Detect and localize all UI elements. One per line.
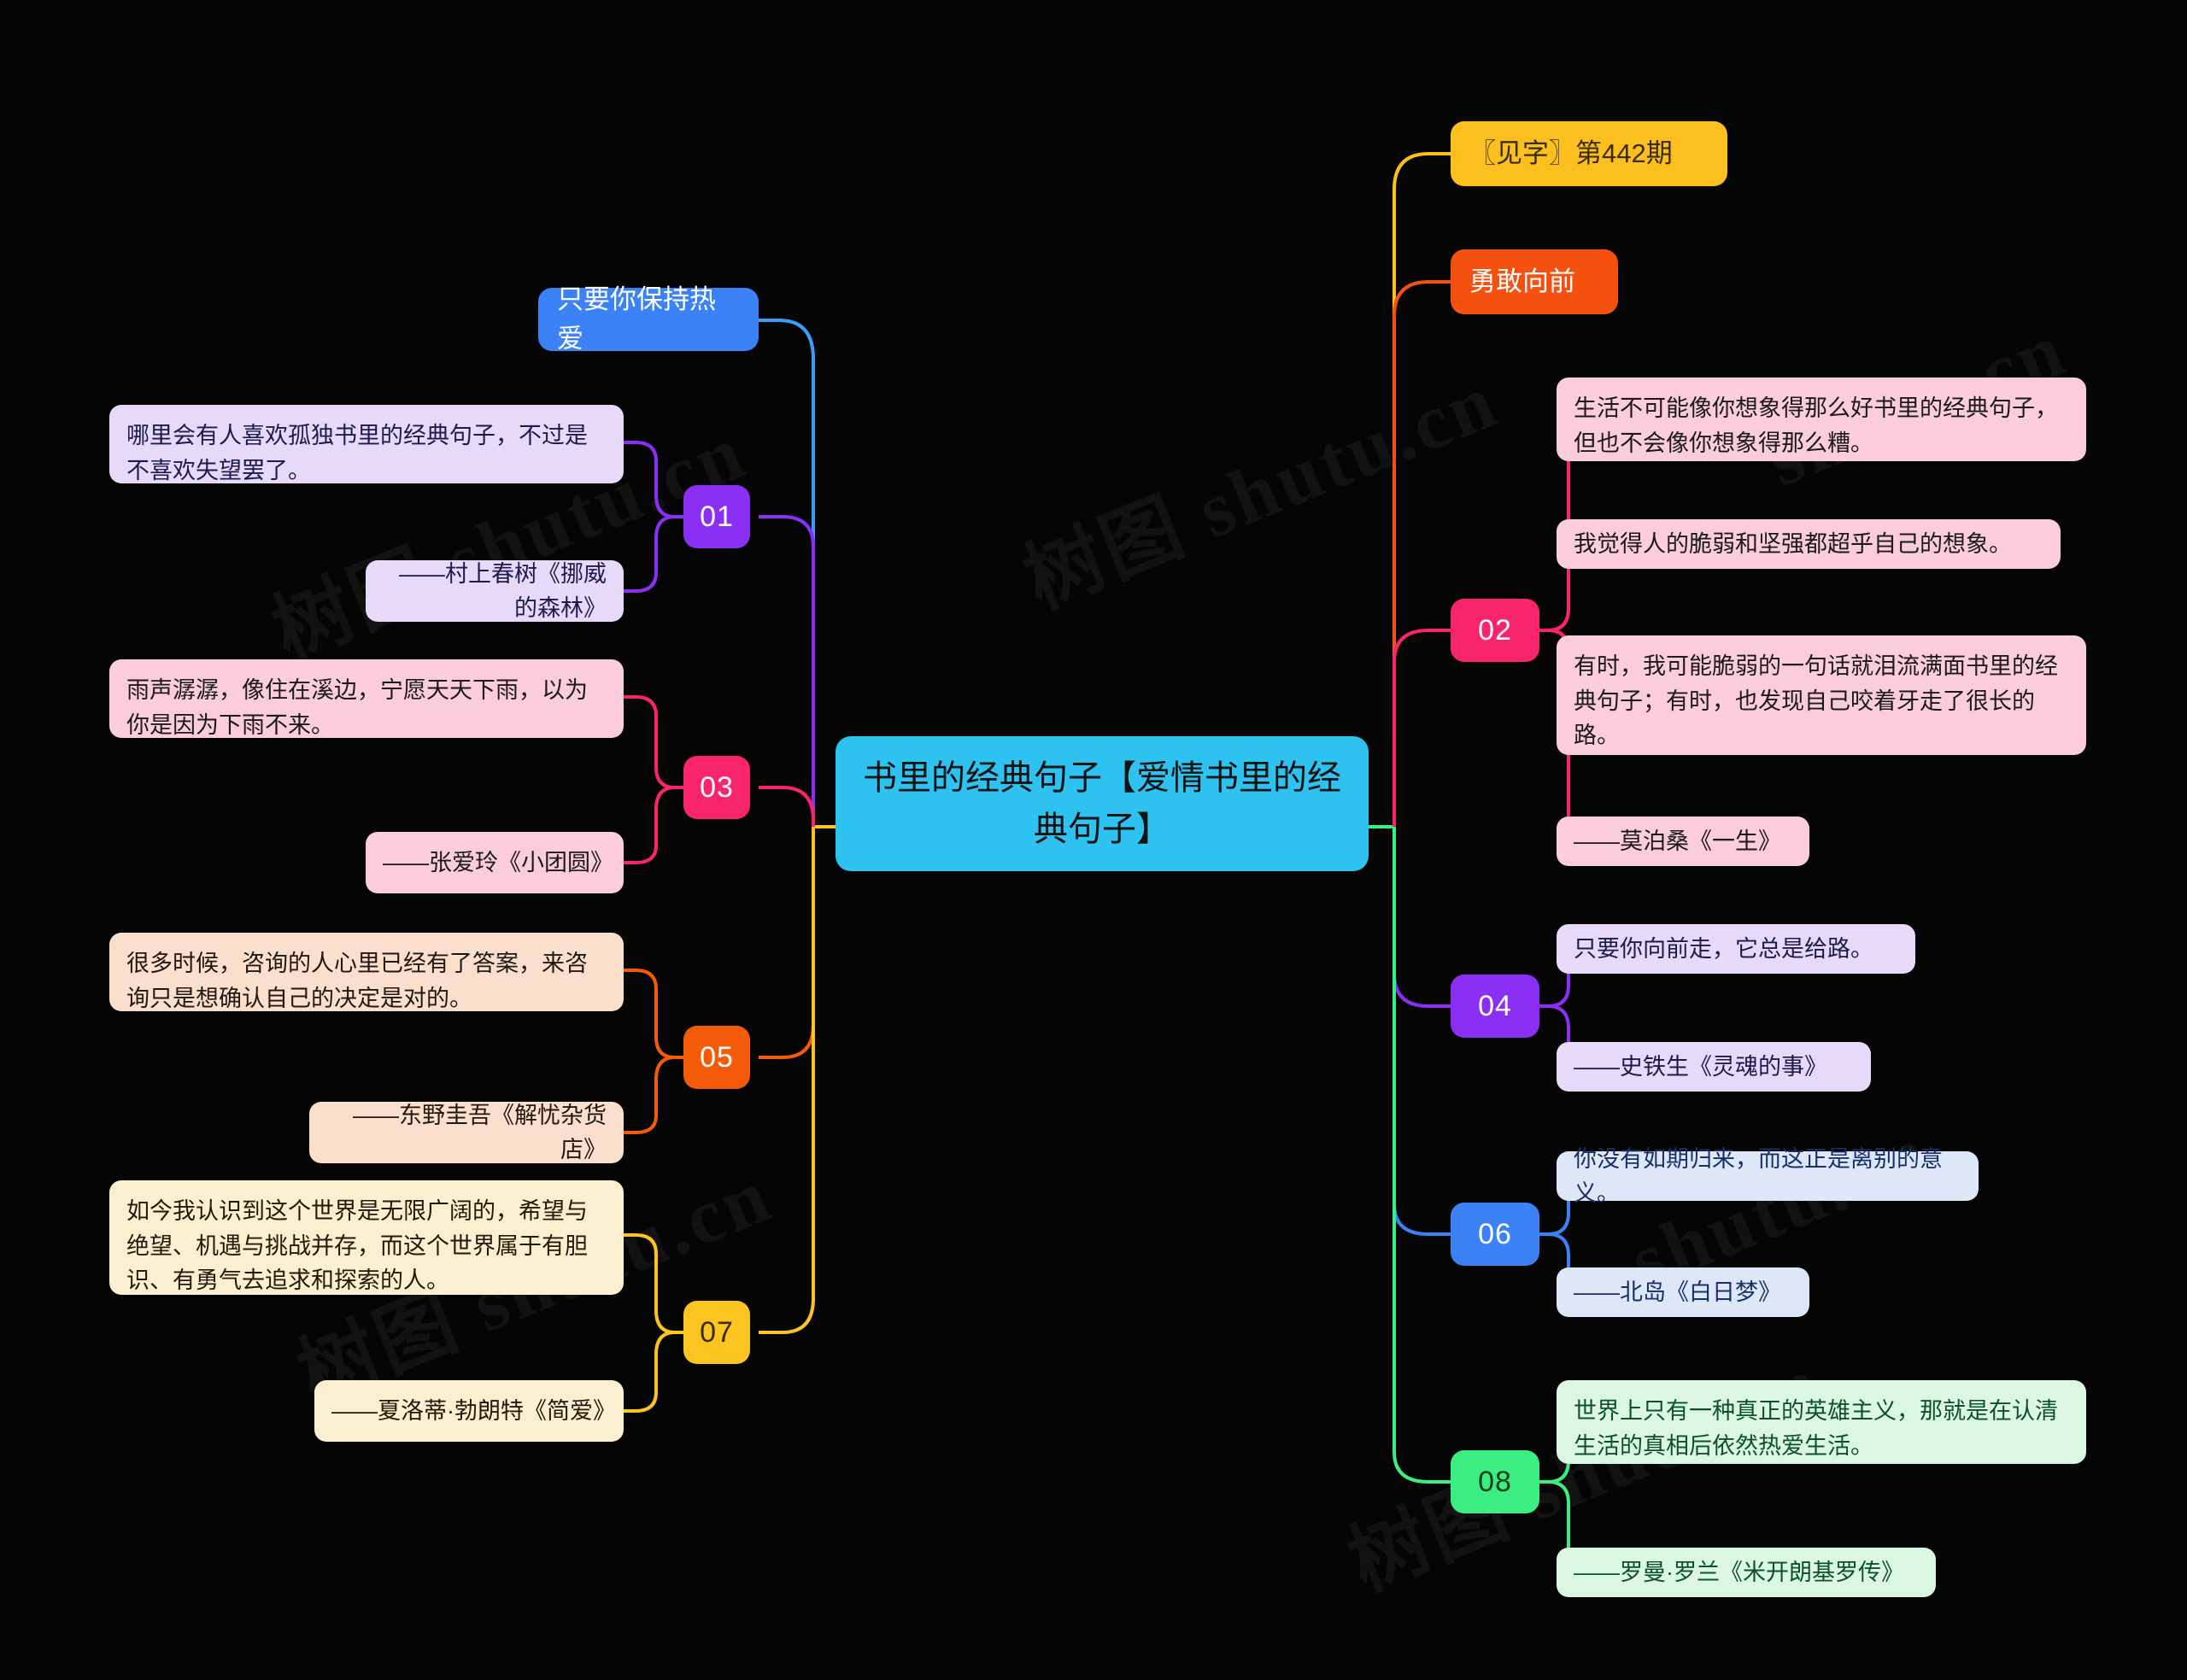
- leaf-text: 我觉得人的脆弱和坚强都超乎自己的想象。: [1574, 530, 2012, 557]
- branch-badge-06[interactable]: 06: [1451, 1203, 1539, 1266]
- leaf-02-1[interactable]: 我觉得人的脆弱和坚强都超乎自己的想象。: [1557, 519, 2061, 569]
- branch-number-02: 02: [1478, 613, 1512, 647]
- topic-node-keep-passion[interactable]: 只要你保持热爱: [538, 284, 759, 354]
- leaf-07-0[interactable]: 如今我认识到这个世界是无限广阔的，希望与绝望、机遇与挑战并存，而这个世界属于有胆…: [109, 1180, 624, 1295]
- watermark: 树图 shutu.cn: [1012, 356, 1510, 625]
- branch-number-03: 03: [700, 770, 734, 804]
- topic-label: 只要你保持热爱: [557, 284, 716, 354]
- leaf-04-1[interactable]: ——史铁生《灵魂的事》: [1557, 1042, 1871, 1092]
- leaf-08-1[interactable]: ——罗曼·罗兰《米开朗基罗传》: [1557, 1548, 1936, 1597]
- topic-label: 勇敢向前: [1469, 266, 1575, 296]
- leaf-08-0[interactable]: 世界上只有一种真正的英雄主义，那就是在认清生活的真相后依然热爱生活。: [1557, 1380, 2086, 1464]
- branch-badge-02[interactable]: 02: [1451, 599, 1539, 662]
- branch-badge-04[interactable]: 04: [1451, 975, 1539, 1038]
- root-label: 书里的经典句子【爱情书里的经典句子】: [863, 759, 1341, 848]
- leaf-text: 雨声潺潺，像住在溪边，宁愿天天下雨，以为你是因为下雨不来。: [126, 677, 588, 738]
- leaf-05-1[interactable]: ——东野圭吾《解忧杂货店》: [309, 1102, 624, 1163]
- leaf-text: ——北岛《白日梦》: [1574, 1279, 1781, 1305]
- branch-badge-03[interactable]: 03: [683, 756, 750, 819]
- branch-badge-08[interactable]: 08: [1451, 1450, 1539, 1513]
- leaf-01-0[interactable]: 哪里会有人喜欢孤独书里的经典句子，不过是不喜欢失望罢了。: [109, 405, 624, 483]
- leaf-text: 世界上只有一种真正的英雄主义，那就是在认清生活的真相后依然热爱生活。: [1574, 1398, 2058, 1459]
- leaf-06-1[interactable]: ——北岛《白日梦》: [1557, 1267, 1809, 1317]
- leaf-06-0[interactable]: 你没有如期归来，而这正是离别的意义。: [1557, 1146, 1979, 1206]
- leaf-text: ——夏洛蒂·勃朗特《简爱》: [331, 1397, 616, 1424]
- branch-number-07: 07: [700, 1315, 734, 1349]
- branch-badge-05[interactable]: 05: [683, 1026, 750, 1089]
- leaf-text: ——村上春树《挪威的森林》: [399, 560, 607, 622]
- leaf-text: 哪里会有人喜欢孤独书里的经典句子，不过是不喜欢失望罢了。: [126, 423, 588, 483]
- branch-number-01: 01: [700, 500, 734, 533]
- branch-number-04: 04: [1478, 989, 1512, 1022]
- leaf-01-1[interactable]: ——村上春树《挪威的森林》: [366, 560, 624, 622]
- leaf-text: 你没有如期归来，而这正是离别的意义。: [1574, 1145, 1943, 1207]
- root-node[interactable]: 书里的经典句子【爱情书里的经典句子】: [836, 736, 1369, 871]
- leaf-text: 很多时候，咨询的人心里已经有了答案，来咨询只是想确认自己的决定是对的。: [126, 951, 588, 1011]
- leaf-text: ——东野圭吾《解忧杂货店》: [353, 1102, 607, 1163]
- leaf-text: ——罗曼·罗兰《米开朗基罗传》: [1574, 1559, 1904, 1585]
- leaf-05-0[interactable]: 很多时候，咨询的人心里已经有了答案，来咨询只是想确认自己的决定是对的。: [109, 933, 624, 1011]
- leaf-02-0[interactable]: 生活不可能像你想象得那么好书里的经典句子，但也不会像你想象得那么糟。: [1557, 378, 2086, 461]
- topic-node-issue-442[interactable]: 〖见字〗第442期: [1451, 121, 1727, 186]
- leaf-07-1[interactable]: ——夏洛蒂·勃朗特《简爱》: [314, 1380, 624, 1442]
- leaf-04-0[interactable]: 只要你向前走，它总是给路。: [1557, 924, 1915, 974]
- leaf-02-3[interactable]: ——莫泊桑《一生》: [1557, 817, 1809, 866]
- leaf-02-2[interactable]: 有时，我可能脆弱的一句话就泪流满面书里的经典句子；有时，也发现自己咬着牙走了很长…: [1557, 635, 2086, 755]
- leaf-text: 有时，我可能脆弱的一句话就泪流满面书里的经典句子；有时，也发现自己咬着牙走了很长…: [1574, 653, 2058, 748]
- topic-label: 〖见字〗第442期: [1469, 138, 1673, 168]
- leaf-text: ——张爱玲《小团圆》: [383, 849, 613, 875]
- leaf-text: ——史铁生《灵魂的事》: [1574, 1053, 1827, 1080]
- topic-node-move-forward[interactable]: 勇敢向前: [1451, 249, 1618, 314]
- leaf-text: 如今我认识到这个世界是无限广阔的，希望与绝望、机遇与挑战并存，而这个世界属于有胆…: [126, 1198, 588, 1293]
- leaf-text: ——莫泊桑《一生》: [1574, 828, 1781, 854]
- branch-badge-01[interactable]: 01: [683, 485, 750, 548]
- leaf-text: 生活不可能像你想象得那么好书里的经典句子，但也不会像你想象得那么糟。: [1574, 395, 2058, 456]
- leaf-03-0[interactable]: 雨声潺潺，像住在溪边，宁愿天天下雨，以为你是因为下雨不来。: [109, 659, 624, 738]
- branch-badge-07[interactable]: 07: [683, 1301, 750, 1364]
- branch-number-06: 06: [1478, 1217, 1512, 1250]
- branch-number-05: 05: [700, 1040, 734, 1074]
- leaf-text: 只要你向前走，它总是给路。: [1574, 935, 1873, 962]
- leaf-03-1[interactable]: ——张爱玲《小团圆》: [366, 832, 624, 893]
- branch-number-08: 08: [1478, 1465, 1512, 1498]
